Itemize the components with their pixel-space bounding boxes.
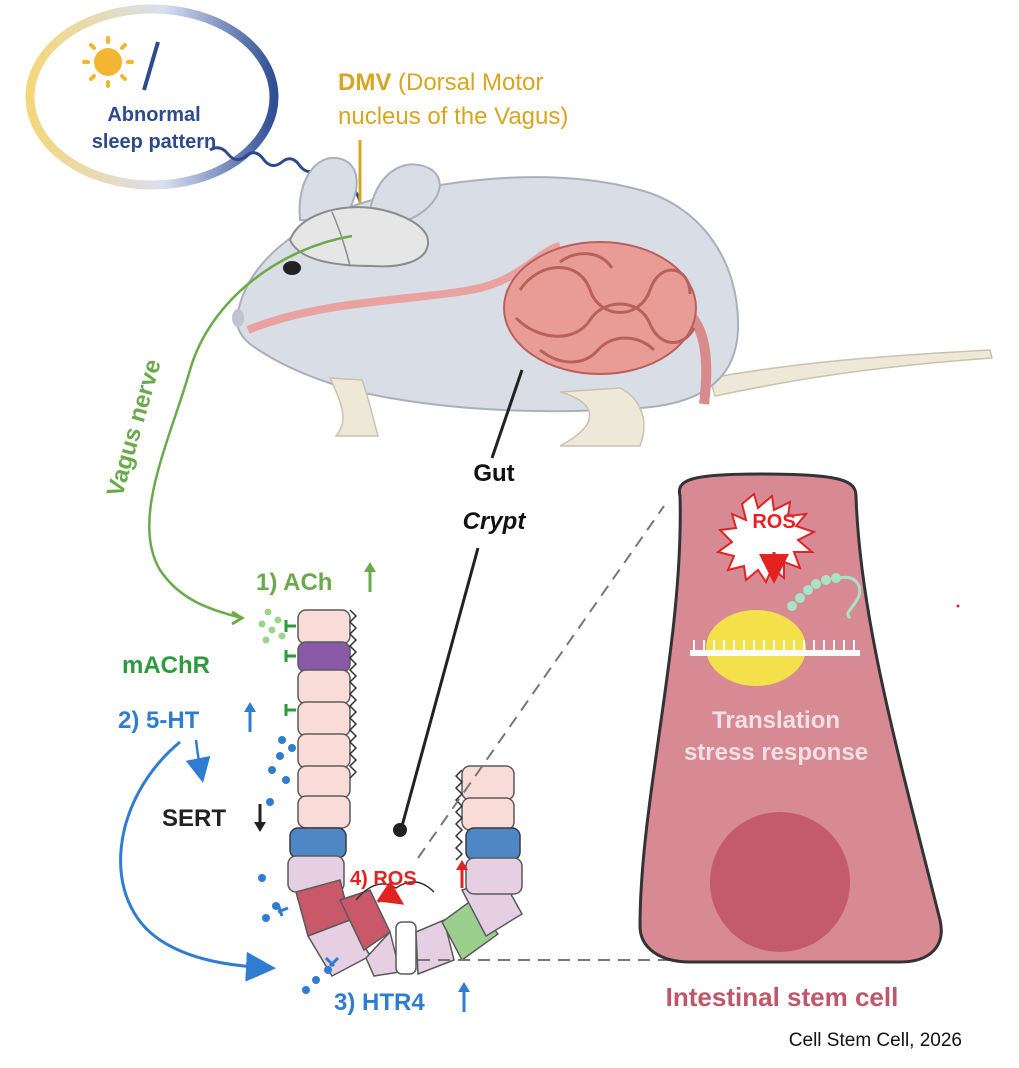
sleep-line-1: Abnormal xyxy=(107,104,200,126)
mouse-tail xyxy=(709,349,993,397)
dmv-abbrev: DMV xyxy=(338,69,391,96)
crypt-right-column xyxy=(454,765,523,895)
vagus-nerve-path xyxy=(147,234,353,620)
slash-divider xyxy=(142,41,160,91)
translation-line-1: Translation xyxy=(712,707,840,734)
crypt-structure xyxy=(258,608,524,994)
translation-line-2: stress response xyxy=(684,739,868,766)
htr4-label: 3) HTR4 xyxy=(334,989,425,1016)
step-htr4: 3) HTR4 xyxy=(334,982,470,1016)
serotonin-molecules xyxy=(258,736,332,994)
stem-cell-body xyxy=(638,472,943,964)
gut-pointer xyxy=(490,369,524,459)
citation-caption: Cell Stem Cell, 2026 xyxy=(788,1030,962,1051)
vagus-terminal xyxy=(231,610,245,626)
ribosome xyxy=(706,610,806,686)
crypt-left-column xyxy=(287,609,358,893)
stem-cell-label: Intestinal stem cell xyxy=(666,982,899,1012)
sert-arrow xyxy=(185,739,211,783)
peptide-chain xyxy=(787,573,841,611)
intestine xyxy=(503,241,697,375)
mouse-ear-front xyxy=(368,163,441,224)
mouse-front-leg xyxy=(328,377,379,437)
crypt-pointer xyxy=(400,547,480,827)
sleep-pattern-badge: Abnormal sleep pattern xyxy=(25,4,279,190)
svg-text:DMV (Dorsal Motor: DMV (Dorsal Motor xyxy=(338,69,543,96)
mouse-illustration xyxy=(232,157,993,447)
ht-label: 2) 5-HT xyxy=(118,707,200,734)
mouse-back-leg xyxy=(559,387,645,447)
stem-cell-zoom: ROS Translation stress response xyxy=(638,472,943,964)
mouse-nose xyxy=(232,309,244,327)
sert-label: SERT xyxy=(162,805,226,832)
ros-burst-label: ROS xyxy=(752,511,795,533)
mouse-brain xyxy=(288,206,430,268)
mouse-eye xyxy=(283,261,301,275)
ach-label: 1) ACh xyxy=(256,569,332,596)
ht-to-htr4-arrow xyxy=(119,740,276,982)
crypt-label: Crypt xyxy=(463,508,527,535)
step-ach: 1) ACh xyxy=(256,562,376,596)
ach-molecules xyxy=(258,608,286,644)
dmv-text-1: (Dorsal Motor xyxy=(391,69,543,96)
mrna-strand xyxy=(690,640,860,656)
dmv-label: DMV (Dorsal Motor nucleus of the Vagus) xyxy=(338,69,568,242)
dmv-text-2: nucleus of the Vagus) xyxy=(338,103,568,130)
step-sert: SERT xyxy=(162,804,266,832)
sun-icon xyxy=(82,36,134,88)
step-5ht: 2) 5-HT xyxy=(118,702,256,734)
ros-curl-arrow xyxy=(376,880,405,905)
gut-label: Gut xyxy=(473,460,514,487)
zoom-line-top xyxy=(417,505,665,859)
machr-label: mAChR xyxy=(122,652,210,679)
ros-step-label: 4) ROS xyxy=(350,868,417,890)
machr-receptors xyxy=(284,620,296,716)
stray-dot xyxy=(956,604,960,608)
sleep-line-2: sleep pattern xyxy=(92,131,216,153)
crypt-dot xyxy=(393,823,407,837)
stem-cell-nucleus xyxy=(710,812,850,952)
step-ros: 4) ROS xyxy=(350,860,468,905)
